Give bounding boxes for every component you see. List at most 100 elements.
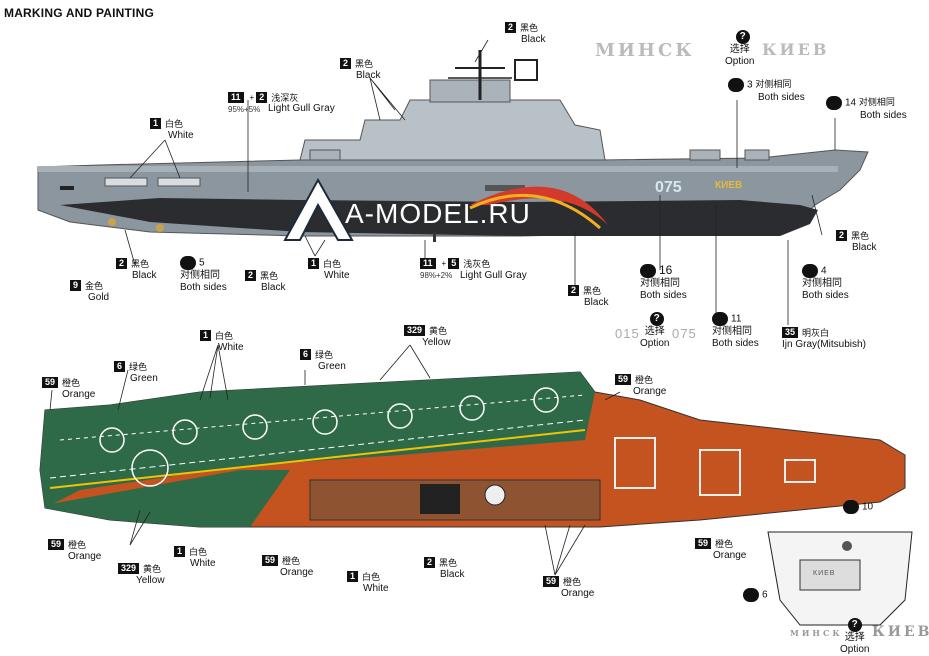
color-en: Orange [68,551,102,562]
option-name-kiev: КИЕВ [762,40,830,59]
color-number: 2 [836,230,848,241]
both-sides-en: Both sides [712,338,759,349]
both-sides-cn: 对侧相同 [180,270,220,281]
color-en: Orange [280,567,314,578]
color-en: Yellow [136,575,165,586]
page-title: MARKING AND PAINTING [4,6,154,20]
color-cn: 黑色 [851,231,870,241]
color-cn: 黑色 [355,59,374,69]
option-callout-bottom: ? 选择 Option [840,618,869,656]
leader-lines [49,39,836,576]
hand-icon [180,256,196,270]
option-en: Option [840,644,870,655]
color-en: Light Gull Gray [460,270,527,281]
color-number: 2 [340,58,352,69]
callout-both-sides-3: 3 对侧相同 Both sides [728,78,805,104]
mix-ratio: 95%+5% [228,105,261,114]
color-en: White [324,270,350,281]
option-name-minsk-small: МИНСК [790,628,843,638]
both-sides-en: Both sides [640,290,687,302]
color-number: 1 [200,330,212,341]
option-cn: 选择 [844,632,865,643]
hand-icon [843,500,859,514]
watermark-logo [283,177,608,241]
both-sides-cn: 对侧相同 [858,97,895,107]
color-number: 59 [48,539,65,550]
color-en: Green [130,373,158,384]
both-sides-cn: 对侧相同 [640,278,680,290]
color-number: 2 [424,557,436,568]
option-callout-mid: ? 选择 Option [640,312,669,350]
option-name-kiev-small: КИЕВ [872,624,929,640]
both-sides-en: Both sides [180,282,227,293]
color-cn: 黑色 [439,558,458,568]
color-en: White [218,342,244,353]
option-callout-top: ? 选择 Option [725,30,754,68]
callout-both-sides-5: 5 对侧相同 Both sides [180,256,227,294]
color-en: Orange [62,389,96,400]
color-number: 6 [300,349,312,360]
question-icon: ? [847,618,862,632]
color-cn: 白色 [323,259,342,269]
color-en: White [168,130,194,141]
decal-number: 14 [845,97,857,109]
hull-number: 075 [655,179,682,196]
color-en: Orange [633,386,667,397]
color-number: 59 [615,374,632,385]
both-sides-cn: 对侧相同 [712,326,752,337]
hand-icon [802,264,818,278]
question-icon: ? [735,30,750,44]
color-number: 1 [150,118,162,129]
callout-decal-6: 6 [743,588,768,602]
color-number: 2 [245,270,257,281]
both-sides-cn: 对侧相同 [755,79,792,89]
color-en: White [363,583,389,594]
color-en: Gold [88,292,110,303]
color-en: Ijn Gray(Mitsubish) [782,339,866,350]
color-number: 9 [70,280,82,291]
color-cn: 黄色 [429,326,448,336]
color-number: 59 [695,538,712,549]
color-number: 59 [262,555,279,566]
color-en: Yellow [422,337,451,348]
question-icon: ? [649,312,664,326]
color-cn: 橙色 [282,556,301,566]
color-cn: 金色 [85,281,104,291]
plus-sign: + [249,93,255,102]
option-cn: 选择 [729,44,750,55]
decal-number: 4 [821,265,827,277]
color-cn: 白色 [362,572,381,582]
color-cn: 黑色 [583,286,602,296]
hand-icon [712,312,728,326]
color-number: 59 [543,576,560,587]
option-en: Option [640,338,670,349]
color-cn: 白色 [189,547,208,557]
color-number: 329 [118,563,140,574]
color-cn: 绿色 [129,362,148,372]
color-cn: 黑色 [131,259,150,269]
option-name-minsk: МИНСК [595,40,695,61]
color-cn: 橙色 [62,378,81,388]
color-number: 2 [116,258,128,269]
color-cn: 浅灰色 [463,259,491,269]
side-view-ship [37,50,869,242]
color-cn: 明灰白 [802,328,830,338]
color-en: Black [356,70,381,81]
hand-icon [640,264,656,279]
color-cn: 橙色 [68,540,87,550]
